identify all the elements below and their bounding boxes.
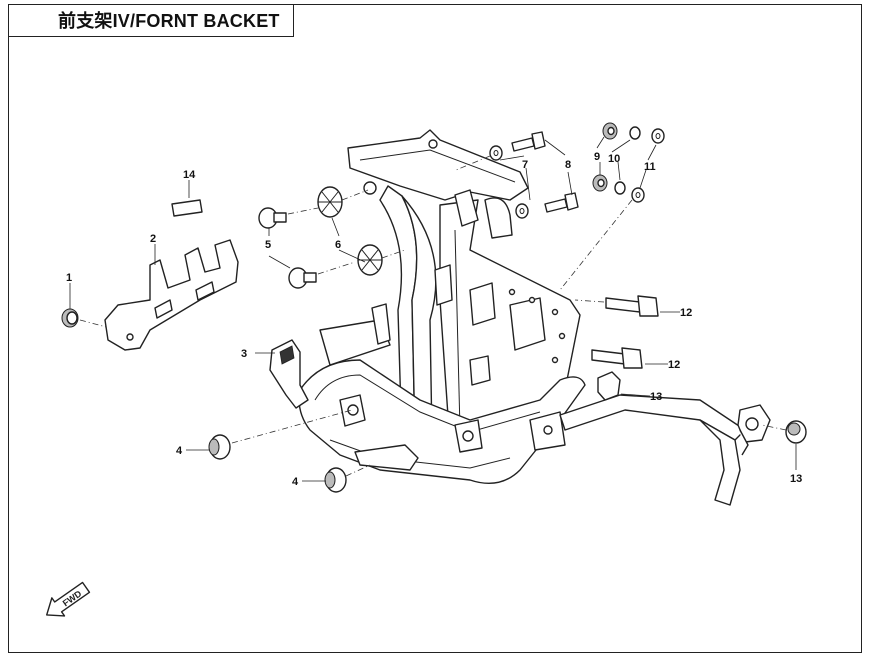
callout-13-upper: 13 <box>650 391 662 403</box>
callout-8: 8 <box>565 159 571 171</box>
part-10-lock-washers <box>614 126 641 195</box>
callout-7: 7 <box>522 159 528 171</box>
callout-6: 6 <box>335 239 341 251</box>
part-8-bolt-upper <box>511 131 546 152</box>
callout-9: 9 <box>594 151 600 163</box>
part-12-bolt-upper <box>574 295 659 317</box>
callout-3: 3 <box>241 348 247 360</box>
callout-1: 1 <box>66 272 72 284</box>
callout-4-lower: 4 <box>292 476 299 488</box>
part-6-damper-lower <box>357 244 406 276</box>
part-4-grommet-upper <box>208 409 353 460</box>
part-14-pad <box>171 199 203 217</box>
part-7-washers <box>455 145 529 219</box>
leader-lines <box>69 136 797 482</box>
part-5-rubber-mount-upper <box>258 207 319 229</box>
callout-10: 10 <box>608 153 620 165</box>
callout-12-upper: 12 <box>680 307 692 319</box>
part-6-damper-upper <box>317 186 369 218</box>
part-8-bolt-lower <box>544 192 579 213</box>
part-13-bolt <box>597 371 621 401</box>
part-4-grommet-lower <box>324 464 371 493</box>
part-3-mount-bracket <box>269 339 309 409</box>
part-12-bolt-lower <box>591 347 643 369</box>
drawing-frame <box>8 4 862 653</box>
part-2-bracket-plate <box>104 239 239 351</box>
callout-14: 14 <box>183 169 196 181</box>
part-5-rubber-mount-lower <box>288 261 356 289</box>
callout-12-lower: 12 <box>668 359 680 371</box>
callout-11: 11 <box>644 161 656 173</box>
callout-13-lower: 13 <box>790 473 802 485</box>
part-13-cap <box>761 420 807 444</box>
title-block: 前支架IV/FORNT BACKET <box>8 4 294 37</box>
page-title: 前支架IV/FORNT BACKET <box>58 11 280 31</box>
part-11-flat-washers <box>559 128 665 291</box>
front-bracket-frame <box>298 129 771 506</box>
part-9-nuts <box>592 122 618 192</box>
part-1-flange-nut <box>61 308 111 329</box>
callout-4-upper: 4 <box>176 445 183 457</box>
fwd-arrow-icon: FWD <box>46 581 91 617</box>
callout-2: 2 <box>150 233 156 245</box>
callout-labels: 1 2 3 4 4 5 6 7 8 9 10 11 12 12 13 13 14 <box>66 151 802 488</box>
callout-5: 5 <box>265 239 271 251</box>
